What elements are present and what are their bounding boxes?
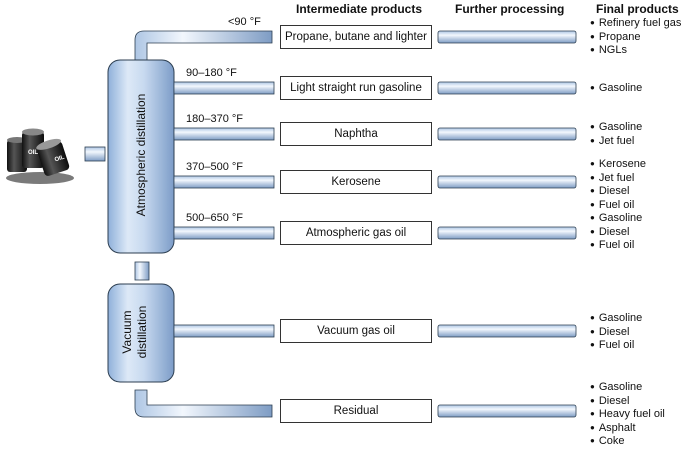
final-products-list: Gasoline	[590, 82, 642, 96]
oil-barrels-icon: OIL OIL	[6, 128, 74, 184]
barrel-label: OIL	[28, 150, 38, 156]
temperature-label: 500–650 °F	[186, 212, 243, 224]
final-product: Diesel	[590, 226, 642, 240]
final-product: Fuel oil	[590, 199, 646, 213]
final-product: NGLs	[590, 44, 681, 58]
final-product: Diesel	[590, 395, 665, 409]
final-product: Heavy fuel oil	[590, 408, 665, 422]
header-further-processing: Further processing	[455, 2, 565, 16]
column-connector-pipe	[134, 261, 150, 281]
side-draw-pipe	[173, 81, 275, 95]
final-products-list: Gasoline Diesel Fuel oil	[590, 212, 642, 253]
residual-pipe	[134, 389, 273, 418]
final-product: Diesel	[590, 185, 646, 199]
temperature-label: <90 °F	[228, 16, 261, 28]
feed-pipe	[84, 146, 106, 162]
final-product: Refinery fuel gas	[590, 17, 682, 31]
intermediate-product-box: Naphtha	[280, 122, 432, 146]
final-products-list: Gasoline Diesel Heavy fuel oil Asphalt C…	[590, 381, 665, 449]
temperature-label: 370–500 °F	[186, 161, 243, 173]
further-processing-pipe	[437, 404, 577, 418]
side-draw-pipe	[173, 226, 275, 240]
final-product: Gasoline	[590, 82, 642, 96]
final-products-list: Gasoline Diesel Fuel oil	[590, 312, 642, 353]
final-product: Gasoline	[590, 312, 642, 326]
atmospheric-distillation-label: Atmospheric distillation	[134, 93, 148, 217]
side-draw-pipe	[173, 127, 275, 141]
header-final-products: Final products	[596, 2, 679, 16]
final-product: Kerosene	[590, 158, 646, 172]
side-draw-pipe	[173, 175, 275, 189]
side-draw-pipe	[173, 324, 275, 338]
temperature-label: 180–370 °F	[186, 113, 243, 125]
further-processing-pipe	[437, 127, 577, 141]
intermediate-product-box: Propane, butane and lighter	[280, 25, 432, 49]
final-product: Coke	[590, 435, 665, 449]
temperature-label: 90–180 °F	[186, 67, 237, 79]
header-intermediate-products: Intermediate products	[296, 2, 423, 16]
barrel-label: OIL	[54, 155, 66, 164]
further-processing-pipe	[437, 226, 577, 240]
intermediate-product-box: Atmospheric gas oil	[280, 221, 432, 245]
final-products-list: Kerosene Jet fuel Diesel Fuel oil	[590, 158, 646, 212]
final-products-list: Refinery fuel gas Propane NGLs	[590, 17, 682, 58]
final-product: Gasoline	[590, 121, 642, 135]
final-product: Fuel oil	[590, 339, 642, 353]
final-product: Gasoline	[590, 381, 665, 395]
final-product: Propane	[590, 31, 681, 45]
final-product: Diesel	[590, 326, 642, 340]
vacuum-label-line2: distillation	[135, 305, 149, 359]
vacuum-label-line1: Vacuum	[120, 310, 134, 354]
final-product: Jet fuel	[590, 135, 642, 149]
final-product: Jet fuel	[590, 172, 646, 186]
atmospheric-distillation-column	[107, 59, 175, 254]
final-products-list: Gasoline Jet fuel	[590, 121, 642, 148]
intermediate-product-box: Vacuum gas oil	[280, 319, 432, 343]
overhead-pipe	[134, 30, 273, 63]
further-processing-pipe	[437, 30, 577, 44]
intermediate-product-box: Residual	[280, 399, 432, 423]
intermediate-product-box: Kerosene	[280, 170, 432, 194]
vacuum-distillation-label: Vacuum distillation	[120, 302, 160, 362]
further-processing-pipe	[437, 81, 577, 95]
further-processing-pipe	[437, 175, 577, 189]
final-product: Gasoline	[590, 212, 642, 226]
final-product: Asphalt	[590, 422, 665, 436]
intermediate-product-box: Light straight run gasoline	[280, 76, 432, 100]
further-processing-pipe	[437, 324, 577, 338]
final-product: Fuel oil	[590, 239, 642, 253]
